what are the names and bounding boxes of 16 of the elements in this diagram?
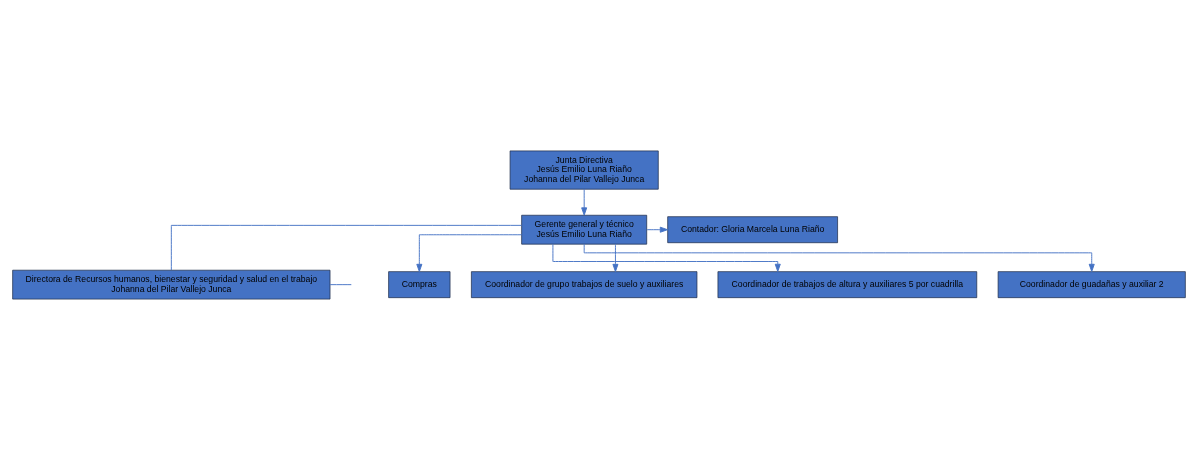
arrow xyxy=(581,188,588,216)
node-box: Directora de Recursos humanos, bienestar y seguridad y salud en el trabajo Johanna del Pilar Vallejo Junca xyxy=(12,269,331,300)
node-box: Contador: Gloria Marcela Luna Riaño xyxy=(667,216,838,244)
arrow xyxy=(416,234,523,272)
node-box: Compras xyxy=(388,271,451,299)
connector xyxy=(329,284,352,286)
node-box: Coordinador de trabajos de altura y auxiliares 5 por cuadrilla xyxy=(717,271,978,299)
arrow xyxy=(646,226,668,233)
node-box: Junta Directiva Jesús Emilio Luna Riaño Johanna del Pilar Vallejo Junca xyxy=(509,150,659,190)
node-box: Coordinador de grupo trabajos de suelo y auxiliares xyxy=(471,271,698,299)
arrow xyxy=(552,243,781,272)
arrow xyxy=(612,243,619,273)
arrow xyxy=(583,243,1095,272)
connector xyxy=(170,224,522,271)
node-box: Gerente general y técnico Jesús Emilio Luna Riaño xyxy=(521,214,648,245)
node-box: Coordinador de guadañas y auxiliar 2 xyxy=(997,271,1186,299)
